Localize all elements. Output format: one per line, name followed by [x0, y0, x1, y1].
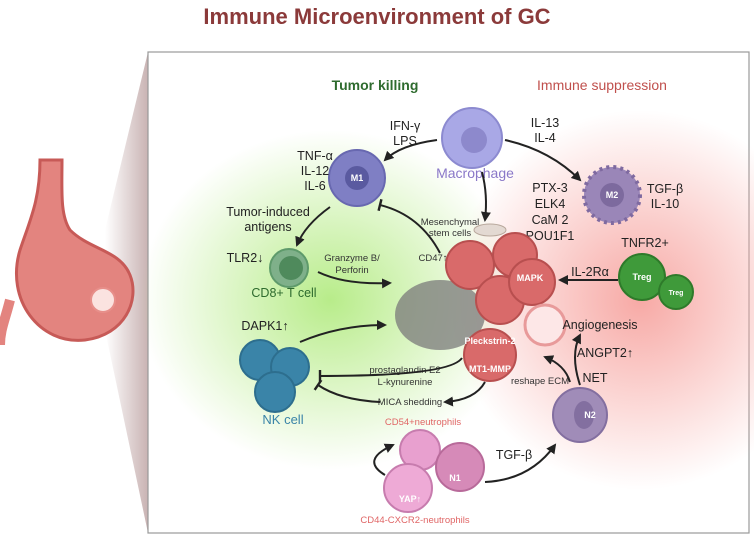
mica-label: MICA shedding: [378, 397, 442, 408]
mt1mmp-label: MT1-MMP: [469, 364, 511, 374]
macrophage-cell: [441, 107, 503, 169]
reshape-ecm-label: reshape ECM: [511, 376, 569, 387]
perforin-label: Perforin: [335, 265, 368, 276]
mapk-label: MAPK: [517, 273, 544, 283]
treg-cells: [618, 253, 694, 310]
pge2-label: prostaglandin E2: [369, 365, 440, 376]
il13-label: IL-13: [531, 116, 560, 130]
n1-label: N1: [449, 473, 461, 483]
il4-label: IL-4: [534, 131, 556, 145]
macrophage-label: Macrophage: [436, 165, 514, 181]
msc-label-2: stem cells: [429, 228, 471, 239]
m2-cell: [582, 165, 642, 225]
ifn-label: IFN-γ: [390, 119, 421, 133]
yap-label: YAP↑: [399, 494, 421, 504]
cd8-label: CD8+ T cell: [251, 286, 316, 300]
antigens-label-1: Tumor-induced: [226, 205, 310, 219]
n2-cell: [552, 387, 608, 443]
pleckstrin-label: Pleckstrin-2: [464, 336, 515, 346]
granzyme-label: Granzyme B/: [324, 253, 380, 264]
cd54-label: CD54+neutrophils: [385, 417, 462, 428]
il10-label: IL-10: [651, 197, 680, 211]
m1-cell: [328, 149, 386, 207]
cam2-label: CaM 2: [532, 213, 569, 227]
pou1f1-label: POU1F1: [526, 229, 575, 243]
neutrophil-cells: [383, 429, 485, 513]
dapk1-label: DAPK1↑: [241, 319, 288, 333]
title: Immune Microenvironment of GC: [203, 4, 550, 29]
cd47-label: CD47↑: [418, 253, 447, 264]
angiogenesis-label: Angiogenesis: [562, 318, 637, 332]
stomach-icon: [0, 158, 135, 346]
tgf-beta-label: TGF-β: [496, 448, 532, 462]
tnfr2-label: TNFR2+: [621, 236, 669, 250]
elk4-label: ELK4: [535, 197, 566, 211]
cd44-label: CD44-CXCR2-neutrophils: [360, 515, 470, 526]
tnf-label: TNF-α: [297, 149, 333, 163]
nk-label: NK cell: [262, 412, 303, 427]
m2-label: M2: [606, 190, 619, 200]
ptx3-label: PTX-3: [532, 181, 567, 195]
tgf-label: TGF-β: [647, 182, 683, 196]
kynurenine-label: L-kynurenine: [378, 377, 433, 388]
tumor-mass: [395, 223, 567, 382]
msc-label-1: Mesenchymal: [421, 217, 480, 228]
il2ra-label: IL-2Rα: [571, 265, 609, 279]
il12-label: IL-12: [301, 164, 330, 178]
tlr2-label: TLR2↓: [227, 251, 264, 265]
m1-label: M1: [351, 173, 364, 183]
n2-label: N2: [584, 410, 596, 420]
lps-label: LPS: [393, 134, 417, 148]
treg-label: Treg: [632, 272, 651, 282]
treg-label-2: Treg: [669, 290, 684, 297]
antigens-label-2: antigens: [244, 220, 291, 234]
net-label: NET: [583, 371, 608, 385]
angpt2-label: ANGPT2↑: [577, 346, 633, 360]
nk-cells: [239, 339, 310, 413]
header-immune-suppression: Immune suppression: [537, 77, 667, 93]
il6-label: IL-6: [304, 179, 326, 193]
header-tumor-killing: Tumor killing: [332, 77, 419, 93]
cd8-t-cell: [269, 248, 309, 288]
